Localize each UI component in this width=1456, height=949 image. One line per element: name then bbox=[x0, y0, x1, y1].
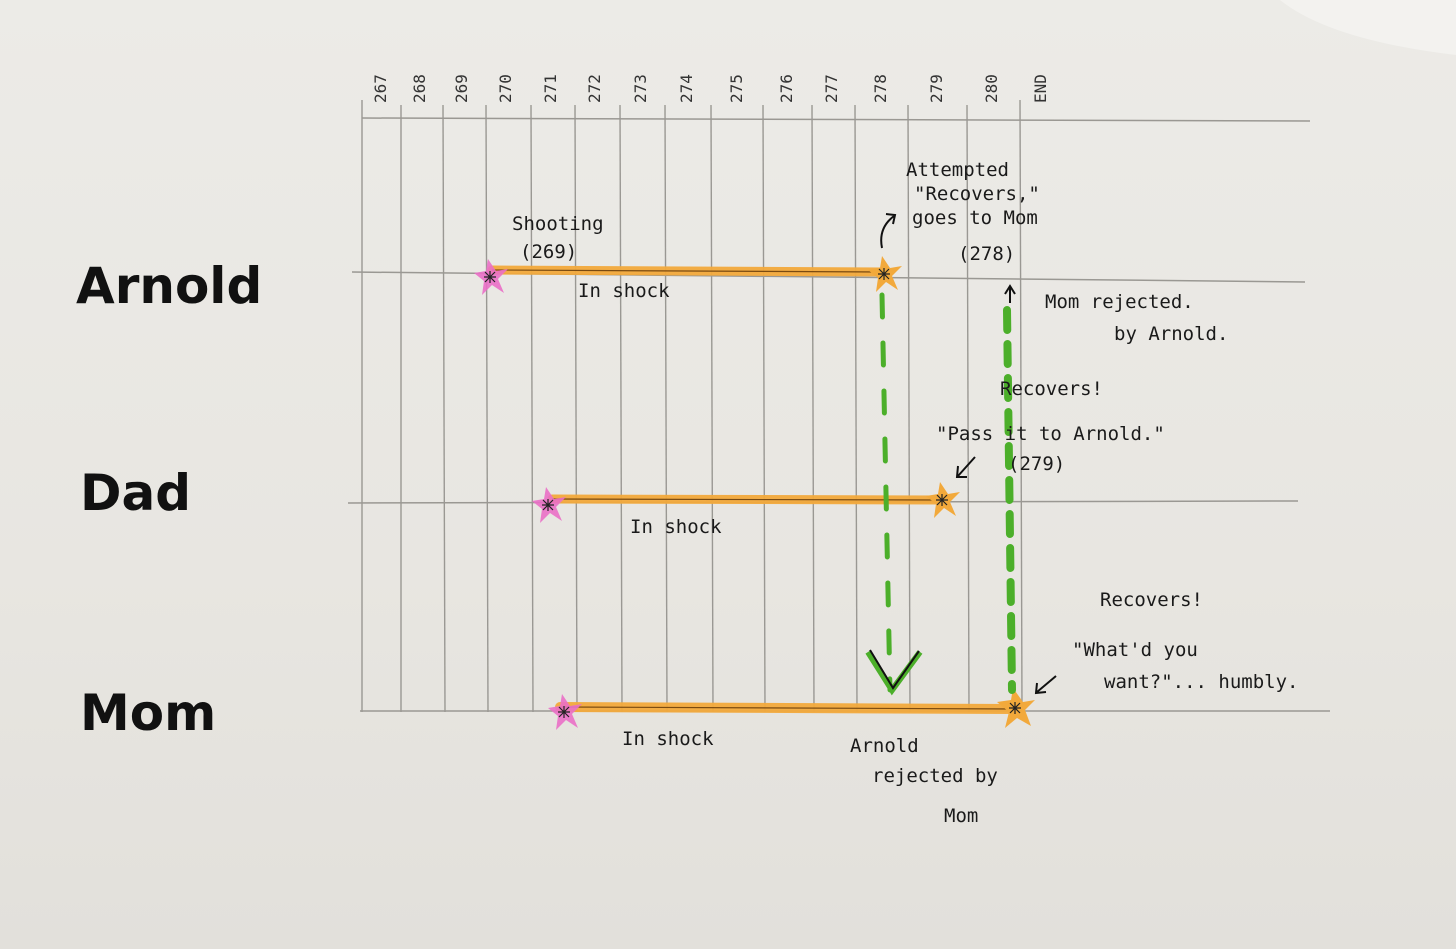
annotations: Shooting (269) In shock In shock In shoc… bbox=[512, 159, 1298, 827]
grid-lines bbox=[361, 99, 1023, 713]
pointer-arrow-mom-rejected bbox=[1004, 284, 1016, 303]
pink-burst-dad bbox=[532, 487, 566, 523]
tick-label: 275 bbox=[727, 74, 746, 103]
shock-ink-lines bbox=[491, 269, 1017, 710]
person-label-mom: Mom bbox=[80, 684, 216, 742]
note-mom-recovers: Recovers! bbox=[1100, 589, 1203, 611]
grid-line-274 bbox=[664, 104, 668, 713]
green-dashed-arrow-arnold-to-mom bbox=[879, 292, 893, 693]
tick-label: 278 bbox=[871, 74, 890, 103]
note-arnold-shock: In shock bbox=[578, 280, 670, 302]
grid-line-end bbox=[1019, 99, 1023, 713]
tick-label: 274 bbox=[677, 74, 696, 103]
ink-line-mom bbox=[559, 706, 1017, 710]
grid-line-278 bbox=[854, 104, 858, 713]
tick-label: 273 bbox=[631, 74, 650, 103]
note-dad-shock: In shock bbox=[630, 516, 722, 538]
green-arrowhead-down bbox=[865, 650, 923, 696]
note-shooting: Shooting bbox=[512, 213, 604, 235]
grid-line-279 bbox=[907, 104, 911, 713]
tick-labels: 267 268 269 270 271 272 273 274 275 276 … bbox=[371, 74, 1050, 103]
note-dad-ref: (279) bbox=[1008, 453, 1065, 475]
note-arnold-rejected-3: Mom bbox=[944, 805, 978, 827]
note-mom-shock: In shock bbox=[622, 728, 714, 750]
grid-line-273 bbox=[619, 104, 623, 713]
note-shooting-ref: (269) bbox=[520, 241, 577, 263]
orange-burst-mom bbox=[997, 688, 1035, 728]
grid-line-270 bbox=[485, 104, 489, 713]
person-label-arnold: Arnold bbox=[76, 257, 262, 315]
tick-label: 267 bbox=[371, 74, 390, 103]
note-arnold-rejected-2: rejected by bbox=[872, 765, 998, 787]
pointer-arrows bbox=[880, 213, 1057, 695]
person-label-dad: Dad bbox=[80, 464, 191, 522]
tick-label: 277 bbox=[822, 74, 841, 103]
note-attempted-3: goes to Mom bbox=[912, 207, 1038, 229]
green-arrowhead-outline bbox=[869, 649, 920, 690]
shock-end-bursts bbox=[868, 256, 1035, 728]
tick-label: 270 bbox=[496, 74, 515, 103]
tick-label: 279 bbox=[927, 74, 946, 103]
note-mom-rejected-2: by Arnold. bbox=[1114, 323, 1228, 345]
grid-line-269 bbox=[442, 104, 446, 713]
grid-line-272 bbox=[574, 104, 578, 713]
tick-label: 271 bbox=[541, 74, 560, 103]
pointer-arrow-dad-recovers bbox=[955, 456, 976, 478]
note-attempted-1: Attempted bbox=[906, 159, 1009, 181]
paper-corner bbox=[1280, 0, 1456, 55]
ink-line-dad bbox=[551, 498, 941, 501]
grid-line-271 bbox=[530, 104, 534, 713]
green-dashed-arrow-mom-to-arnold bbox=[1003, 306, 1016, 694]
pink-burst-mom bbox=[548, 694, 582, 730]
pointer-arrow-mom-recovers bbox=[1034, 675, 1057, 695]
note-mom-quote-1: "What'd you bbox=[1072, 639, 1198, 661]
ink-line-arnold bbox=[491, 269, 885, 273]
tick-label: 268 bbox=[410, 74, 429, 103]
grid-line-280 bbox=[966, 104, 970, 713]
tick-label: 276 bbox=[777, 74, 796, 103]
grid-line-277 bbox=[811, 104, 815, 713]
tick-label: 272 bbox=[585, 74, 604, 103]
tick-label: END bbox=[1031, 74, 1050, 103]
shock-bars bbox=[487, 265, 1021, 714]
orange-burst-dad bbox=[926, 482, 960, 518]
note-mom-quote-2: want?"... humbly. bbox=[1104, 671, 1298, 693]
note-dad-quote: "Pass it to Arnold." bbox=[936, 423, 1165, 445]
tick-label: 269 bbox=[452, 74, 471, 103]
tick-label: 280 bbox=[982, 74, 1001, 103]
grid-line-275 bbox=[710, 104, 714, 713]
pointer-arrow-attempted bbox=[880, 213, 897, 249]
note-mom-rejected-1: Mom rejected. bbox=[1045, 291, 1194, 313]
orange-burst-arnold bbox=[868, 256, 902, 292]
note-dad-recovers: Recovers! bbox=[1000, 378, 1103, 400]
grid-line-276 bbox=[762, 104, 766, 713]
header-line bbox=[361, 117, 1311, 122]
note-attempted-ref: (278) bbox=[958, 243, 1015, 265]
pink-burst-arnold bbox=[474, 259, 508, 295]
note-arnold-rejected-1: Arnold bbox=[850, 735, 919, 757]
shock-start-bursts bbox=[474, 259, 582, 730]
note-attempted-2: "Recovers," bbox=[914, 183, 1040, 205]
